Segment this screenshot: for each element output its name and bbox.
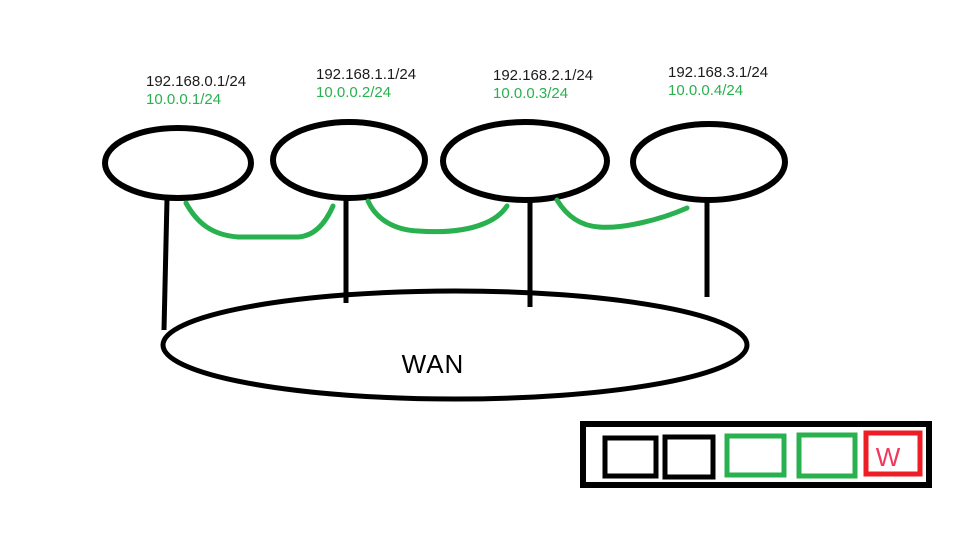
network-site-2: 192.168.1.1/24 10.0.0.2/24 bbox=[270, 66, 428, 303]
tunnel-link-1-2 bbox=[183, 200, 336, 240]
tunnel-link-3-4 bbox=[554, 197, 690, 230]
legend-swatch-green-1 bbox=[724, 433, 787, 478]
network-1-cloud bbox=[102, 125, 254, 201]
legend-swatch-red bbox=[863, 430, 923, 477]
network-4-tunnel-ip-label: 10.0.0.4/24 bbox=[668, 82, 743, 99]
legend-swatch-black-1 bbox=[602, 435, 659, 479]
network-3-tunnel-ip-label: 10.0.0.3/24 bbox=[493, 85, 568, 102]
legend-box bbox=[580, 421, 932, 488]
network-2-cloud bbox=[270, 119, 428, 201]
legend-swatch-green-2 bbox=[796, 432, 858, 479]
wan-cloud: WAN bbox=[160, 288, 750, 402]
network-3-subnet-ip-label: 192.168.2.1/24 bbox=[493, 67, 593, 84]
legend-swatch-black-2 bbox=[662, 434, 716, 480]
tunnel-link-2-3 bbox=[365, 198, 510, 235]
wan-cloud-shape bbox=[160, 288, 750, 402]
wan-label: WAN bbox=[402, 349, 465, 379]
network-site-4: 192.168.3.1/24 10.0.0.4/24 bbox=[630, 64, 788, 297]
network-3-cloud bbox=[440, 119, 610, 203]
network-2-tunnel-ip-label: 10.0.0.2/24 bbox=[316, 84, 391, 101]
network-site-3: 192.168.2.1/24 10.0.0.3/24 bbox=[440, 67, 610, 307]
network-4-subnet-ip-label: 192.168.3.1/24 bbox=[668, 64, 768, 81]
network-1-tunnel-ip-label: 10.0.0.1/24 bbox=[146, 91, 221, 108]
network-2-subnet-ip-label: 192.168.1.1/24 bbox=[316, 66, 416, 83]
network-1-wan-link bbox=[161, 198, 170, 331]
network-4-cloud bbox=[630, 121, 788, 203]
network-1-subnet-ip-label: 192.168.0.1/24 bbox=[146, 73, 246, 90]
network-site-1: 192.168.0.1/24 10.0.0.1/24 bbox=[102, 73, 254, 331]
legend: W bbox=[580, 421, 932, 488]
legend-w-label: W bbox=[876, 442, 901, 472]
